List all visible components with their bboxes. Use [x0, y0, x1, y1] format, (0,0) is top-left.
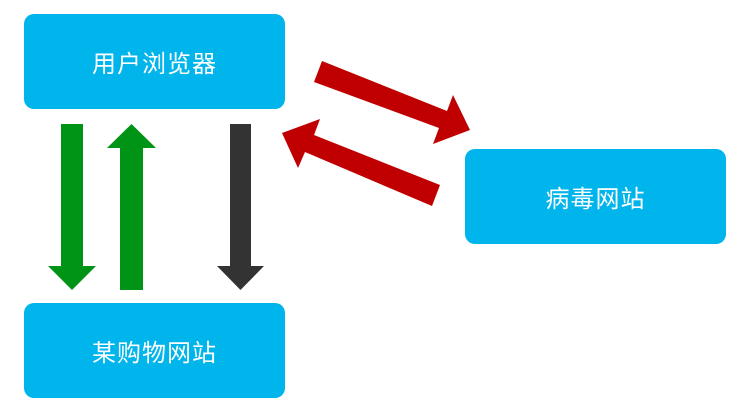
node-virus-site-label: 病毒网站 — [545, 185, 646, 213]
node-shopping-site-label: 某购物网站 — [92, 339, 217, 367]
arrow-browser-to-shop-green — [48, 124, 96, 290]
node-user-browser: 用户浏览器 — [24, 14, 285, 109]
arrow-virus-to-browser-red — [282, 119, 440, 206]
node-user-browser-label: 用户浏览器 — [92, 50, 217, 78]
node-virus-site: 病毒网站 — [465, 149, 726, 244]
arrow-browser-to-virus-red — [314, 61, 470, 144]
node-shopping-site: 某购物网站 — [24, 303, 285, 398]
arrow-browser-to-shop-dark — [217, 124, 264, 290]
arrow-shop-to-browser-green — [107, 124, 156, 290]
